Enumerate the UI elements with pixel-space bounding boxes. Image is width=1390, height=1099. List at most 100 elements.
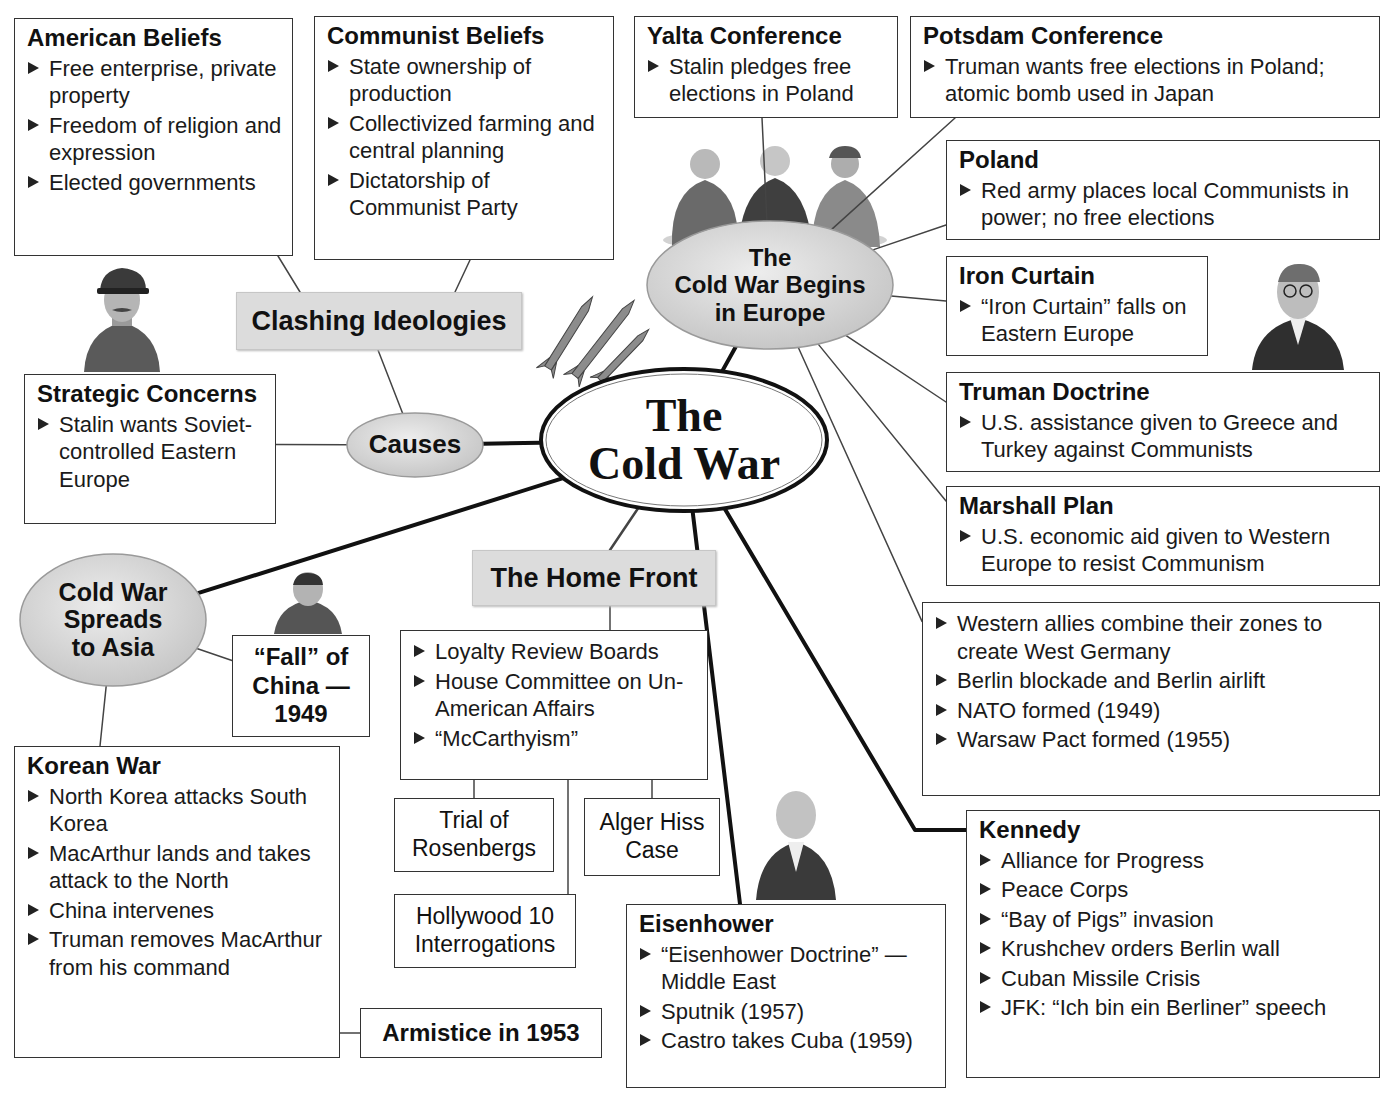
line-spacer <box>670 244 722 270</box>
line-spacer <box>818 244 870 270</box>
bullet-item: Elected governments <box>27 169 282 197</box>
box-heading: Communist Beliefs <box>327 22 603 51</box>
box-heading: Korean War <box>27 752 329 781</box>
connector <box>455 260 470 292</box>
bullet-item: Collectivized farming and central planni… <box>327 110 603 165</box>
line-spacer <box>771 392 785 438</box>
bullet-item: Truman wants free elections in Poland; a… <box>923 53 1369 108</box>
info-box: Eisenhower“Eisenhower Doctrine” —Middle … <box>626 904 946 1088</box>
bullet-item: Western allies combine their zones to cr… <box>935 610 1369 665</box>
plain-box: “Fall” of China —1949 <box>232 635 370 737</box>
bullet-item: U.S. assistance given to Greece and Turk… <box>959 409 1369 464</box>
list-box: Western allies combine their zones to cr… <box>922 602 1380 796</box>
bullet-item: Peace Corps <box>979 876 1369 904</box>
box-heading: Truman Doctrine <box>959 378 1369 407</box>
bullet-item: NATO formed (1949) <box>935 697 1369 725</box>
topic-label: The Home Front <box>472 550 716 606</box>
connector <box>567 780 569 894</box>
list-box: Loyalty Review BoardsHouse Committee on … <box>400 630 708 780</box>
mao-photo <box>274 572 342 634</box>
connector <box>378 350 403 414</box>
bullet-item: Truman removes MacArthur from his comman… <box>27 926 329 981</box>
line-spacer <box>583 392 597 438</box>
connector <box>798 347 922 621</box>
plain-box: Trial of Rosenbergs <box>394 798 554 872</box>
info-box: Potsdam ConferenceTruman wants free elec… <box>910 16 1380 118</box>
bullet-item: “Iron Curtain” falls on Eastern Europe <box>959 293 1197 348</box>
connector <box>278 256 300 292</box>
connector <box>846 335 946 402</box>
connector <box>873 225 946 250</box>
connector <box>818 344 946 501</box>
connector <box>831 118 955 230</box>
box-heading: Marshall Plan <box>959 492 1369 521</box>
bullet-item: JFK: “Ich bin ein Berliner” speech <box>979 994 1369 1022</box>
box-heading: Kennedy <box>979 816 1369 845</box>
info-box: Marshall PlanU.S. economic aid given to … <box>946 486 1380 586</box>
bullet-item: Cuban Missile Crisis <box>979 965 1369 993</box>
bullet-item: House Committee on Un-American Affairs <box>413 668 697 723</box>
box-text: Trial of Rosenbergs <box>403 807 545 862</box>
box-text: Alger Hiss Case <box>593 809 711 864</box>
info-box: PolandRed army places local Communists i… <box>946 140 1380 240</box>
plain-box: Hollywood 10 Interrogations <box>394 894 576 968</box>
info-box: American BeliefsFree enterprise, private… <box>14 18 293 256</box>
bullet-item: Loyalty Review Boards <box>413 638 697 666</box>
connector <box>609 606 611 630</box>
connector <box>197 649 232 661</box>
bullet-item: “Bay of Pigs” invasion <box>979 906 1369 934</box>
bullet-item: China intervenes <box>27 897 329 925</box>
oval-outline <box>20 554 206 686</box>
connector <box>483 443 540 444</box>
bullet-item: Berlin blockade and Berlin airlift <box>935 667 1369 695</box>
box-heading: Potsdam Conference <box>923 22 1369 51</box>
box-text: Armistice in 1953 <box>382 1019 579 1048</box>
info-box: Korean WarNorth Korea attacks South Kore… <box>14 746 340 1058</box>
oval-inner-ring <box>546 374 822 506</box>
box-heading: Poland <box>959 146 1369 175</box>
stalin-photo <box>84 268 160 372</box>
eisenhower-photo <box>756 791 836 900</box>
connector <box>100 686 106 746</box>
connector <box>473 780 475 798</box>
connector <box>723 347 736 371</box>
connector <box>340 1032 360 1034</box>
central-oval: The Cold War <box>538 366 830 514</box>
central-title: The Cold War <box>588 390 780 489</box>
bullet-item: Dictatorship of Communist Party <box>327 167 603 222</box>
oval-text: The Cold War Begins in Europe <box>670 244 869 327</box>
plain-box: Armistice in 1953 <box>360 1008 602 1058</box>
bullet-item: Krushchev orders Berlin wall <box>979 935 1369 963</box>
bullet-item: U.S. economic aid given to Western Europ… <box>959 523 1369 578</box>
bullet-item: Castro takes Cuba (1959) <box>639 1027 935 1055</box>
info-box: Strategic ConcernsStalin wants Soviet-co… <box>24 374 276 524</box>
topic-oval: Causes <box>345 411 485 479</box>
bullet-item: Free enterprise, private property <box>27 55 282 110</box>
topic-oval: The Cold War Begins in Europe <box>645 219 895 351</box>
box-heading: Eisenhower <box>639 910 935 939</box>
info-box: Yalta ConferenceStalin pledges free elec… <box>634 16 898 118</box>
topic-oval: Cold War Spreads to Asia <box>18 552 208 688</box>
connector <box>610 508 638 550</box>
bullet-item: North Korea attacks South Korea <box>27 783 329 838</box>
truman-photo <box>1252 264 1344 370</box>
bullet-item: “Eisenhower Doctrine” —Middle East <box>639 941 935 996</box>
oval-text: Cold War Spreads to Asia <box>56 579 171 662</box>
bullet-item: Warsaw Pact formed (1955) <box>935 726 1369 754</box>
oval-title: The Cold War Begins in Europe <box>674 244 865 326</box>
oval-outline <box>347 413 483 477</box>
plain-box: Alger Hiss Case <box>584 798 720 876</box>
connector <box>651 780 653 798</box>
bullet-item: Red army places local Communists in powe… <box>959 177 1369 232</box>
box-heading: Yalta Conference <box>647 22 887 51</box>
info-box: Iron Curtain“Iron Curtain” falls on East… <box>946 256 1208 356</box>
topic-label-text: The Home Front <box>491 562 698 594</box>
bullet-item: MacArthur lands and takes attack to the … <box>27 840 329 895</box>
box-heading: Strategic Concerns <box>37 380 265 409</box>
bullet-item: State ownership of production <box>327 53 603 108</box>
bullet-item: Stalin wants Soviet-controlled Eastern E… <box>37 411 265 494</box>
oval-outline <box>647 221 893 349</box>
oval-title: Cold War Spreads to Asia <box>59 578 168 661</box>
oval-title: Causes <box>369 429 462 459</box>
